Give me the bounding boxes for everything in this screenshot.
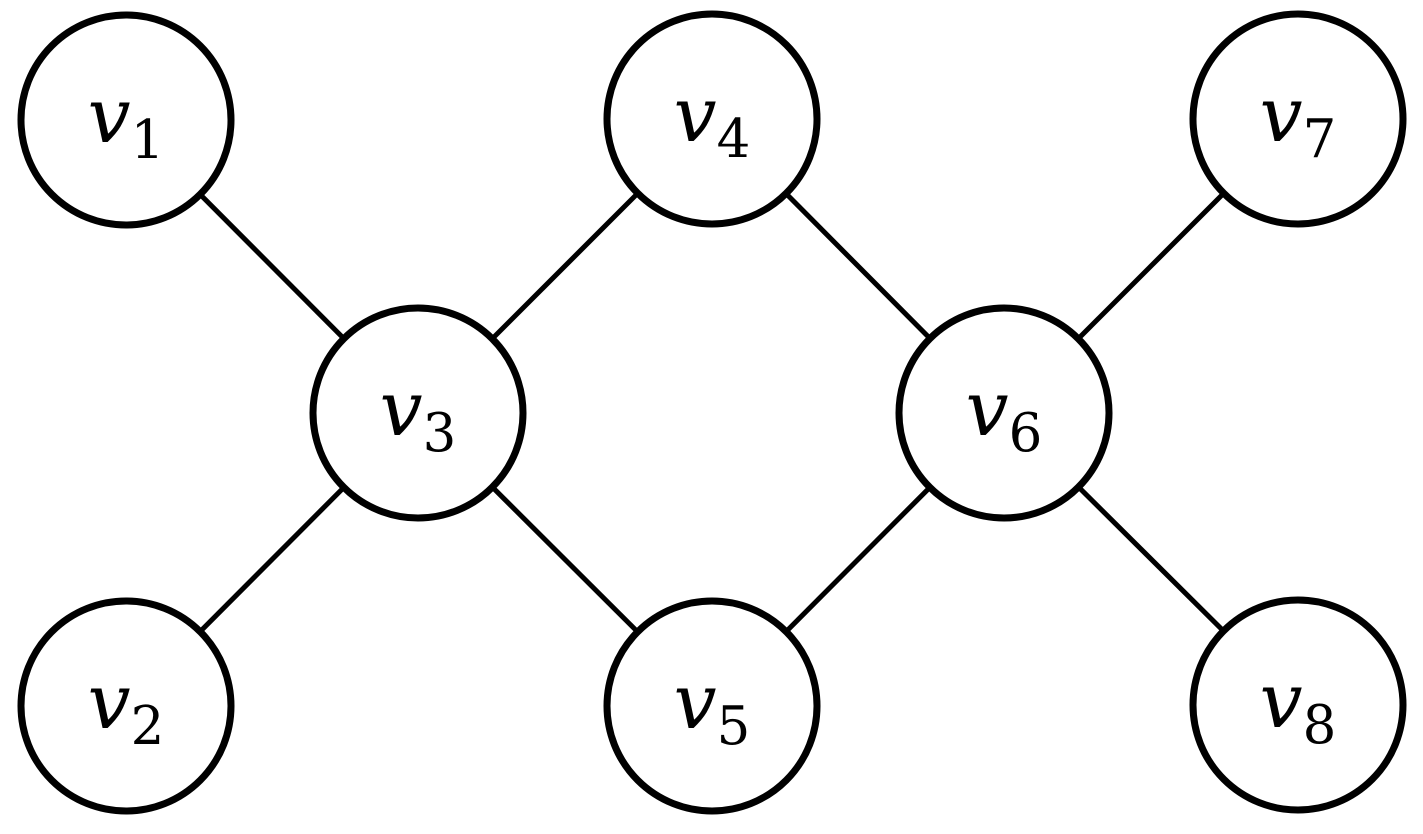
node-circle-v5	[603, 597, 821, 815]
node-circle-v3	[309, 304, 527, 522]
node-label-v6: v6	[966, 364, 1043, 464]
node-v7: v7	[1189, 10, 1407, 228]
node-circle-v4	[603, 10, 821, 228]
node-label-v2: v2	[88, 657, 165, 757]
node-v4: v4	[603, 10, 821, 228]
node-v5: v5	[603, 597, 821, 815]
node-label-v5: v5	[674, 657, 751, 757]
node-v1: v1	[17, 11, 235, 229]
node-label-v3: v3	[380, 364, 457, 464]
node-circle-v8	[1189, 596, 1407, 814]
node-v3: v3	[309, 304, 527, 522]
node-label-v4: v4	[674, 70, 751, 170]
node-circle-v7	[1189, 10, 1407, 228]
node-circle-v6	[895, 304, 1113, 522]
node-v2: v2	[17, 597, 235, 815]
node-circle-v1	[17, 11, 235, 229]
node-label-v8: v8	[1260, 656, 1337, 756]
node-v6: v6	[895, 304, 1113, 522]
node-label-v7: v7	[1260, 70, 1337, 170]
node-v8: v8	[1189, 596, 1407, 814]
node-label-v1: v1	[88, 71, 165, 171]
node-circle-v2	[17, 597, 235, 815]
